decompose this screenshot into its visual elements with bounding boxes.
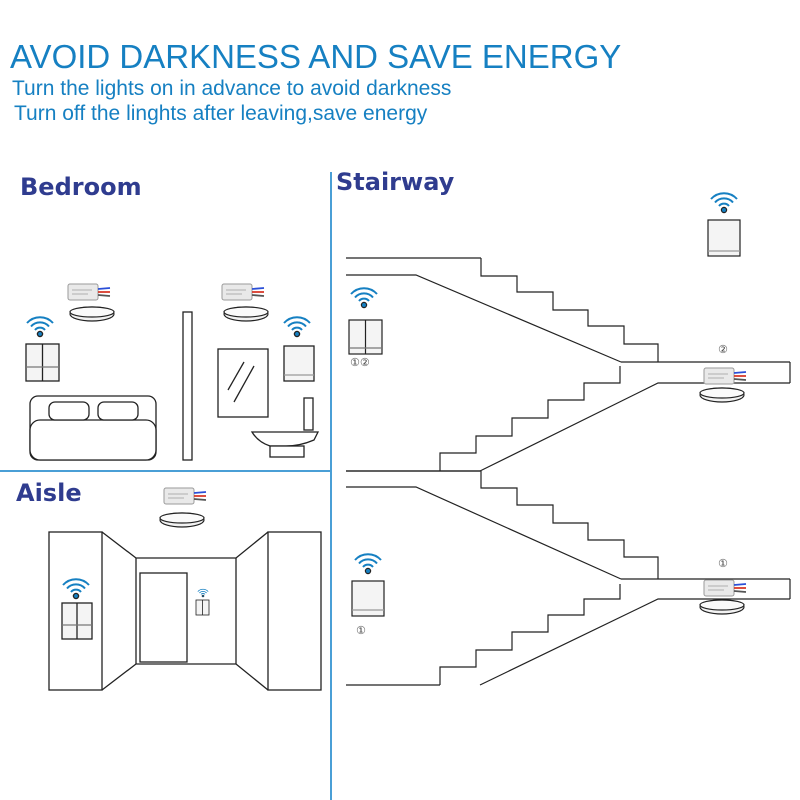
stairway-wall-switch-top (707, 219, 741, 257)
bedroom-receiver-right (221, 283, 265, 301)
stairway-ceiling-light-upper (699, 387, 745, 403)
bedroom-receiver-left (67, 283, 111, 301)
stairway-lower-flight (346, 470, 791, 686)
receiver-marker-one: ① (718, 557, 728, 570)
aisle-wifi-icon (62, 578, 90, 600)
page-title: AVOID DARKNESS AND SAVE ENERGY (10, 38, 622, 75)
section-dividers (0, 172, 332, 800)
stairway-receiver-lower (703, 579, 747, 597)
aisle-corridor (48, 531, 322, 691)
bedroom-wifi-icon-left (26, 316, 54, 338)
bedroom-illustration (25, 283, 320, 461)
wardrobe-door (182, 311, 193, 461)
bedroom-ceiling-light-left (69, 306, 115, 322)
stairway-wifi-icon-left-lower (354, 553, 382, 575)
bedroom-wifi-icon-right (283, 316, 311, 338)
aisle-ceiling-light (159, 512, 205, 528)
aisle-illustration (48, 487, 322, 691)
bedroom-wall-switch-double (25, 343, 60, 382)
stairway-wall-switch-double (348, 319, 383, 355)
subtitle-line-1: Turn the lights on in advance to avoid d… (12, 77, 452, 100)
stairway-wifi-icon-left-upper (350, 287, 378, 309)
subtitle-line-2: Turn off the linghts after leaving,save … (14, 102, 428, 125)
receiver-marker-two: ② (718, 343, 728, 356)
aisle-small-switch (195, 599, 210, 616)
aisle-receiver (163, 487, 207, 505)
stairway-ceiling-light-lower (699, 599, 745, 615)
stairway-receiver-upper (703, 367, 747, 385)
bedroom-ceiling-light-right (223, 306, 269, 322)
stairway-upper-flight (346, 257, 791, 472)
bedroom-wall-switch-single (283, 345, 315, 382)
stairway-illustration (346, 192, 791, 686)
switch-marker-one: ① (356, 624, 366, 637)
section-heading-bedroom: Bedroom (20, 173, 142, 201)
stairway-wifi-icon-top (710, 192, 738, 214)
bed (29, 395, 157, 461)
section-heading-stairway: Stairway (336, 168, 455, 196)
mirror (217, 348, 269, 418)
section-heading-aisle: Aisle (16, 479, 82, 507)
toilet (250, 397, 320, 458)
stairway-wall-switch-single (351, 580, 385, 617)
aisle-wall-switch-double (61, 602, 93, 640)
switch-marker-one-two: ①② (350, 356, 370, 369)
aisle-small-wifi-icon (197, 588, 209, 598)
